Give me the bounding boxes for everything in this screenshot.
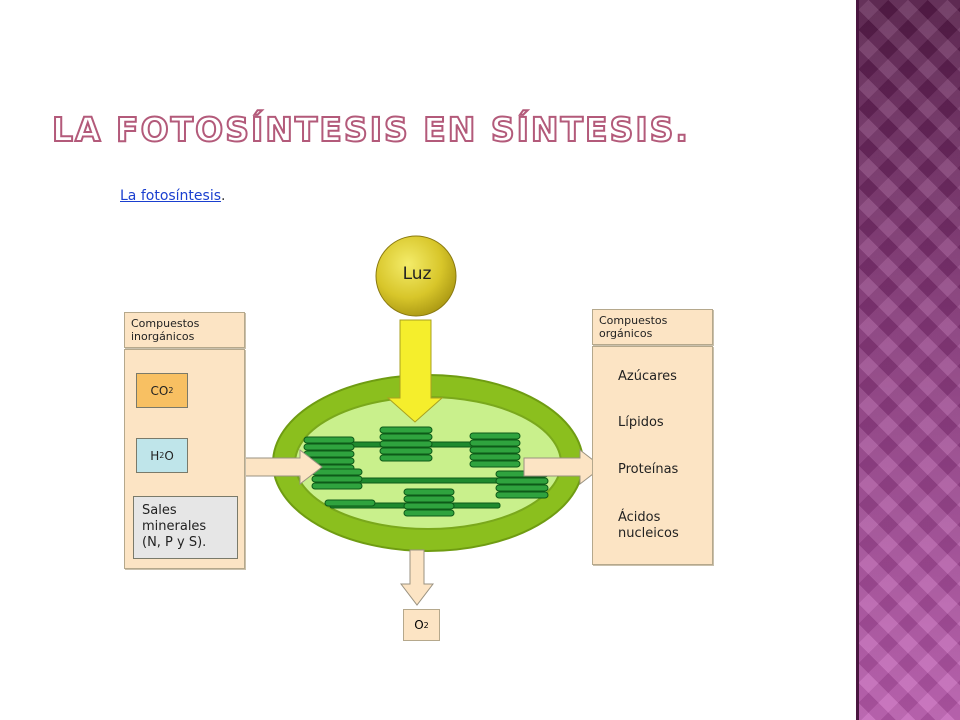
oxygen-arrow	[399, 549, 435, 606]
salts-line3: (N, P y S).	[142, 535, 207, 550]
grana-stack-2	[379, 426, 433, 462]
co2-base: CO	[150, 383, 169, 398]
inorganic-header-line1: Compuestos	[131, 317, 200, 330]
organic-header-line2: orgánicos	[599, 327, 653, 340]
fotosintesis-link[interactable]: La fotosíntesis	[120, 188, 222, 204]
salts-line1: Sales	[142, 503, 177, 518]
side-panel-edge	[856, 0, 859, 720]
decorative-side-panel	[856, 0, 960, 720]
grana-stack-3	[469, 432, 521, 468]
organic-item-proteins: Proteínas	[618, 462, 679, 477]
o2-base: O	[414, 618, 424, 632]
organic-item-nucleic-2: nucleicos	[618, 526, 679, 541]
o2-subscript: 2	[423, 620, 429, 630]
inorganic-header-line2: inorgánicos	[131, 330, 195, 343]
organic-item-lipids: Lípidos	[618, 415, 664, 430]
h2o-post: O	[164, 448, 174, 463]
organic-item-nucleic-1: Ácidos	[618, 510, 661, 525]
light-sun	[375, 235, 457, 317]
h2o-pre: H	[150, 448, 160, 463]
inorganic-header: Compuestos inorgánicos	[124, 312, 245, 348]
organic-panel	[592, 346, 713, 565]
slide-title: La fotosíntesis en síntesis.	[51, 109, 690, 150]
fotosintesis-link-line: La fotosíntesis.	[120, 188, 225, 204]
organic-header-line1: Compuestos	[599, 314, 668, 327]
light-arrow	[386, 319, 444, 423]
salts-line2: minerales	[142, 519, 207, 534]
grana-stack-5	[403, 488, 455, 517]
organic-header: Compuestos orgánicos	[592, 309, 713, 345]
grana-stack-7	[324, 499, 376, 507]
organic-item-sugars: Azúcares	[618, 369, 677, 384]
output-arrow	[523, 448, 603, 486]
grana-stack-4	[311, 468, 363, 490]
co2-subscript: 2	[168, 386, 174, 395]
h2o-subscript: 2	[159, 451, 165, 460]
link-suffix: .	[221, 188, 226, 204]
light-label: Luz	[402, 264, 432, 284]
input-arrow	[244, 448, 323, 486]
grana-stack-6	[495, 470, 549, 499]
mineral-salts-box: Sales minerales (N, P y S).	[133, 496, 238, 559]
